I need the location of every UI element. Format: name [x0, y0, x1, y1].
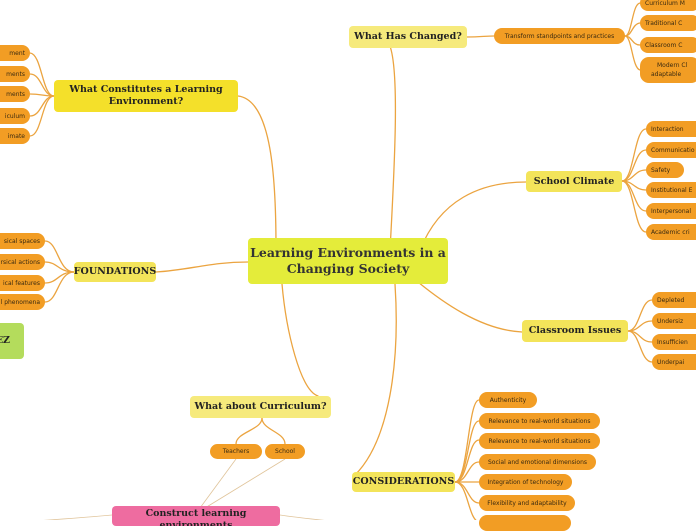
changed-item-2[interactable]: Traditional C: [640, 15, 696, 31]
issues-item-1[interactable]: Depleted: [652, 292, 696, 308]
issues-item-3[interactable]: Insufficien: [652, 334, 696, 350]
what-has-changed-topic[interactable]: What Has Changed?: [349, 26, 467, 48]
considerations-item-technology[interactable]: Integration of technology: [479, 474, 572, 490]
constitutes-item-3[interactable]: ments: [0, 86, 30, 102]
mind-map-connectors: [29, 2, 653, 520]
green-topic-fragment[interactable]: EZ: [0, 323, 24, 359]
climate-item-safety[interactable]: Safety: [646, 162, 684, 178]
foundations-item-4[interactable]: l phenomena: [0, 294, 45, 310]
constitutes-item-2[interactable]: ments: [0, 66, 30, 82]
considerations-item-authenticity[interactable]: Authenticity: [479, 392, 537, 408]
considerations-item-relevance-2[interactable]: Relevance to real-world situations: [479, 433, 600, 449]
classroom-issues-topic[interactable]: Classroom Issues: [522, 320, 628, 342]
considerations-item-relevance-1[interactable]: Relevance to real-world situations: [479, 413, 600, 429]
changed-item-4-line2: adaptable: [651, 71, 682, 78]
changed-item-1[interactable]: Curriculum M: [640, 0, 696, 11]
issues-item-4[interactable]: Underpai: [652, 354, 696, 370]
changed-item-4[interactable]: Modern Cl adaptable: [640, 57, 696, 83]
curriculum-item-school[interactable]: School: [265, 444, 305, 459]
what-constitutes-topic[interactable]: What Constitutes a Learning Environment?: [54, 80, 238, 112]
issues-item-2[interactable]: Undersiz: [652, 313, 696, 329]
curriculum-item-teachers[interactable]: Teachers: [210, 444, 262, 459]
school-climate-topic[interactable]: School Climate: [526, 171, 622, 192]
considerations-topic[interactable]: CONSIDERATIONS: [352, 472, 455, 492]
considerations-item-social-emotional[interactable]: Social and emotional dimensions: [479, 454, 596, 470]
constitutes-item-5[interactable]: imate: [0, 128, 30, 144]
climate-item-academic[interactable]: Academic cri: [646, 224, 696, 240]
climate-item-interaction[interactable]: Interaction: [646, 121, 696, 137]
construct-learning-environments-topic[interactable]: Construct learning environments: [112, 506, 280, 526]
foundations-topic[interactable]: FOUNDATIONS: [74, 262, 156, 282]
climate-item-communication[interactable]: Communicatio: [646, 142, 696, 158]
changed-item-3[interactable]: Classroom C: [640, 37, 696, 53]
climate-item-interpersonal[interactable]: Interpersonal: [646, 203, 696, 219]
climate-item-institutional[interactable]: Institutional E: [646, 182, 696, 198]
constitutes-item-1[interactable]: ment: [0, 45, 30, 61]
foundations-item-2[interactable]: rsical actions: [0, 254, 45, 270]
transform-standpoints-leaf[interactable]: Transform standpoints and practices: [494, 28, 625, 44]
considerations-item-partial[interactable]: [479, 515, 571, 531]
central-topic[interactable]: Learning Environments in a Changing Soci…: [248, 238, 448, 284]
foundations-item-1[interactable]: sical spaces: [0, 233, 45, 249]
changed-item-4-line1: Modern Cl: [657, 62, 688, 69]
foundations-item-3[interactable]: ical features: [0, 275, 45, 291]
constitutes-item-4[interactable]: iculum: [0, 108, 30, 124]
considerations-item-flexibility[interactable]: Flexibility and adaptability: [479, 495, 575, 511]
what-about-curriculum-topic[interactable]: What about Curriculum?: [190, 396, 331, 418]
